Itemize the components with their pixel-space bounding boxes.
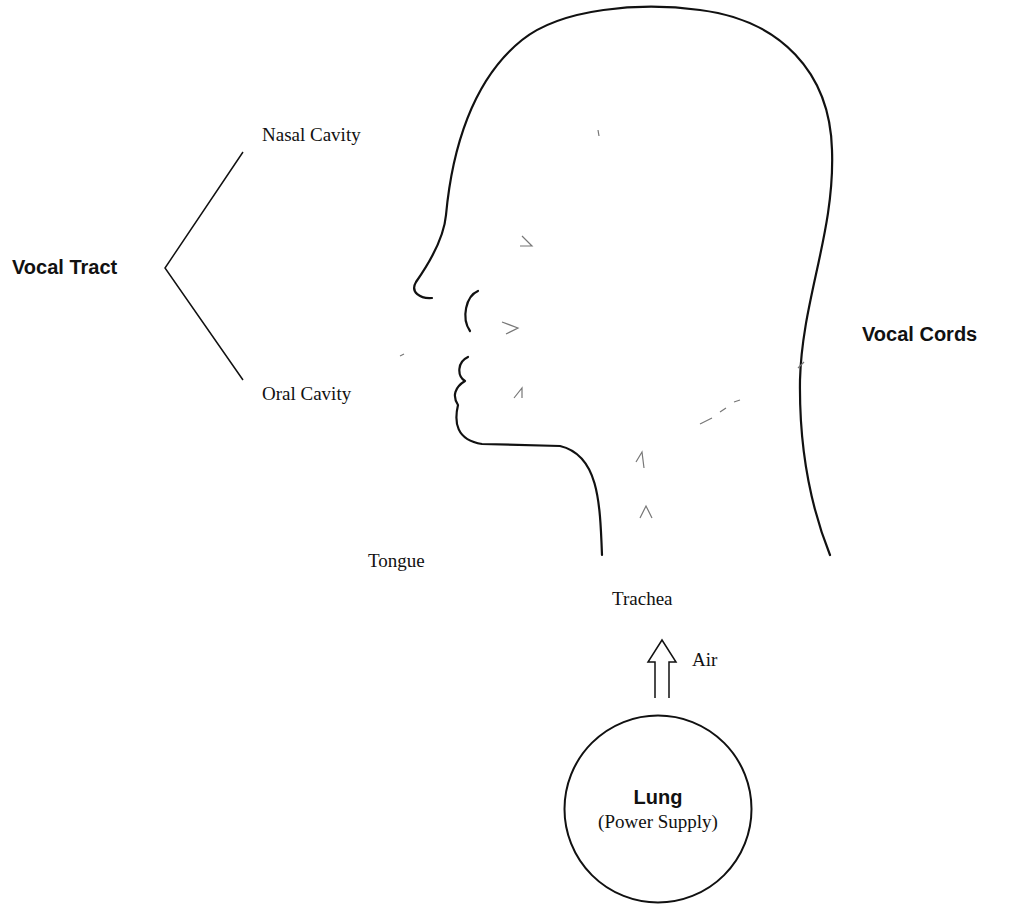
part-label: Nasal Cavity [262,125,361,146]
air-arrow [648,640,676,698]
lower-lip-chin [455,357,602,555]
power-supply-circle: Lung(Power Supply) [563,714,753,904]
node-subtitle: (Power Supply) [598,810,718,835]
airflow-marks [400,130,804,518]
flow-label: Air [692,650,717,671]
upper-lip [465,291,478,331]
part-label: Vocal Cords [862,323,977,345]
part-label: Tongue [368,551,425,572]
part-label: Oral Cavity [262,384,351,405]
group-label: Vocal Tract [12,256,117,278]
part-label: Trachea [612,589,673,610]
circle-outline [563,714,753,904]
head-outline [414,7,832,555]
node-title: Lung [634,784,683,810]
vocal-tract-bracket [165,152,243,380]
